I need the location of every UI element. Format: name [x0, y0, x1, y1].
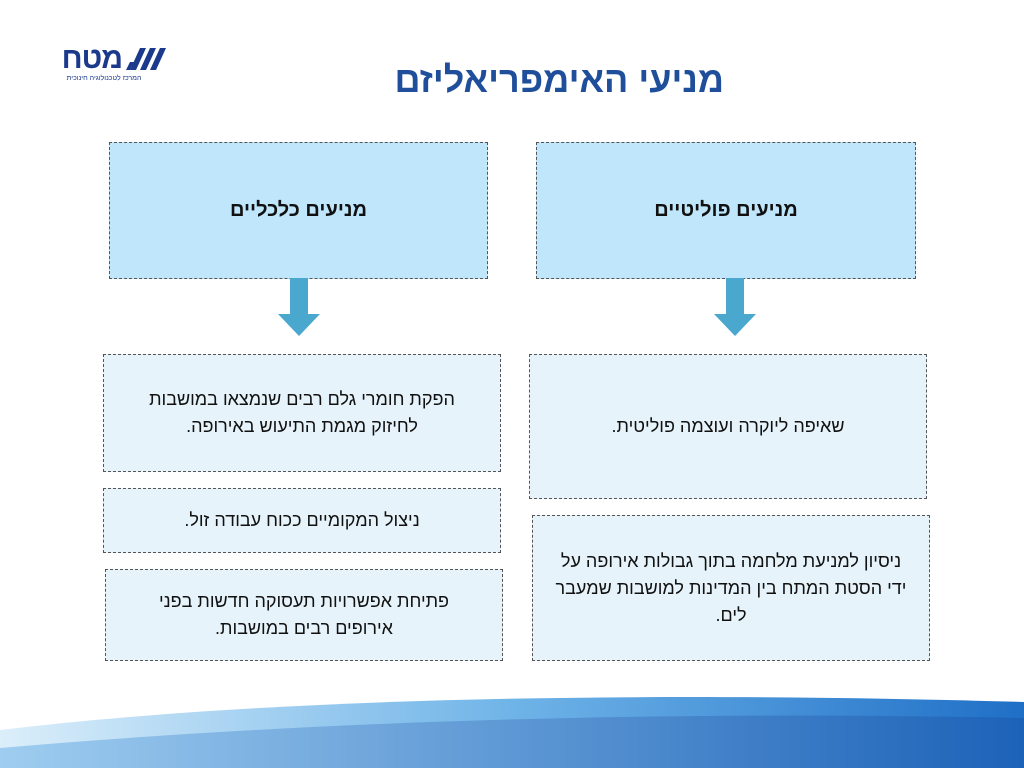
bottom-wave-decoration	[0, 697, 1024, 768]
logo-stripes-icon	[126, 48, 166, 70]
political-motives-heading: מניעים פוליטיים	[536, 142, 916, 279]
political-item-war-prevention: ניסיון למניעת מלחמה בתוך גבולות אירופה ע…	[532, 515, 930, 661]
economic-motives-label: מניעים כלכליים	[230, 199, 368, 221]
economic-item-text: הפקת חומרי גלם רבים שנמצאו במושבות לחיזו…	[149, 389, 455, 436]
economic-motives-heading: מניעים כלכליים	[109, 142, 488, 279]
economic-item-employment: פתיחת אפשרויות תעסוקה חדשות בפני אירופים…	[105, 569, 503, 661]
logo-subtitle: המרכז לטכנולוגיה חינוכית	[66, 75, 142, 82]
economic-item-text: ניצול המקומיים ככוח עבודה זול.	[184, 510, 420, 530]
political-motives-label: מניעים פוליטיים	[654, 199, 798, 221]
logo-text: מטח	[61, 42, 123, 75]
political-item-text: שאיפה ליוקרה ועוצמה פוליטית.	[611, 416, 845, 436]
economic-item-cheap-labor: ניצול המקומיים ככוח עבודה זול.	[103, 488, 501, 553]
political-item-prestige: שאיפה ליוקרה ועוצמה פוליטית.	[529, 354, 927, 499]
down-arrow-political	[714, 278, 756, 336]
page-title: מניעי האימפריאליזם	[394, 59, 724, 100]
down-arrow-economic	[278, 278, 320, 336]
metach-logo: מטח המרכז לטכנולוגיה חינוכית	[52, 44, 168, 84]
economic-item-text: פתיחת אפשרויות תעסוקה חדשות בפני אירופים…	[158, 591, 450, 638]
economic-item-raw-materials: הפקת חומרי גלם רבים שנמצאו במושבות לחיזו…	[103, 354, 501, 472]
political-item-text: ניסיון למניעת מלחמה בתוך גבולות אירופה ע…	[555, 550, 907, 625]
